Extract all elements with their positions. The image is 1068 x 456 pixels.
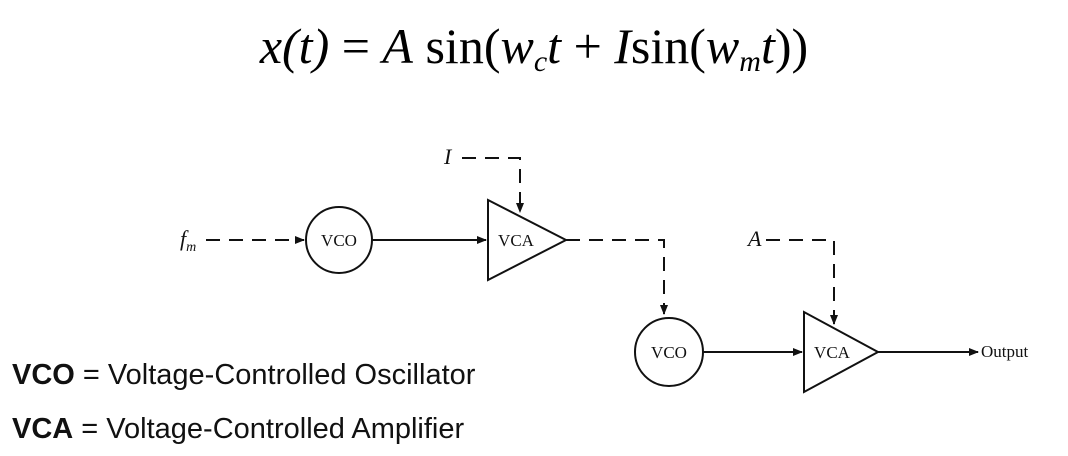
legend-separator: = bbox=[73, 413, 107, 445]
formula-index: I bbox=[614, 18, 631, 74]
vca2-triangle bbox=[803, 310, 881, 394]
vca1-triangle bbox=[487, 198, 569, 282]
legend-text: Voltage-Controlled Oscillator bbox=[107, 359, 476, 391]
legend-abbr: VCO bbox=[12, 359, 75, 391]
formula-sin-1: sin( bbox=[425, 18, 501, 74]
vco2-label: VCO bbox=[651, 343, 687, 362]
vca1-to-vco2-dashed-line bbox=[566, 239, 668, 315]
legend-separator: = bbox=[74, 359, 108, 391]
legend: VCO = Voltage-Controlled Oscillator VCA … bbox=[12, 348, 475, 456]
input-fm-label: fm bbox=[180, 226, 196, 255]
vca1-label: VCA bbox=[498, 231, 535, 250]
i-dashed-line bbox=[462, 157, 524, 213]
formula-sin-2: sin( bbox=[630, 18, 706, 74]
formula-lhs: x(t) bbox=[259, 18, 330, 74]
legend-row-vca: VCA = Voltage-Controlled Amplifier bbox=[12, 402, 475, 456]
formula-wm: wm bbox=[705, 18, 761, 78]
legend-text: Voltage-Controlled Amplifier bbox=[106, 413, 465, 445]
formula-t-1: t bbox=[547, 18, 562, 74]
legend-abbr: VCA bbox=[12, 413, 74, 445]
output-label: Output bbox=[981, 342, 1029, 361]
formula-t-2: t bbox=[760, 18, 775, 74]
formula-close: )) bbox=[774, 18, 809, 74]
vca2-label: VCA bbox=[814, 343, 851, 362]
formula-equals: = bbox=[341, 18, 370, 74]
input-a-label: A bbox=[746, 226, 762, 251]
input-i-label: I bbox=[443, 144, 453, 169]
formula-wc: wc bbox=[500, 18, 548, 78]
formula-amplitude: A bbox=[382, 18, 413, 74]
legend-row-vco: VCO = Voltage-Controlled Oscillator bbox=[12, 348, 475, 402]
a-dashed-line bbox=[766, 239, 838, 325]
formula-plus: + bbox=[573, 18, 602, 74]
fm-formula: x(t) = A sin(wct + Isin(wmt)) bbox=[0, 14, 1068, 78]
vco1-label: VCO bbox=[321, 231, 357, 250]
